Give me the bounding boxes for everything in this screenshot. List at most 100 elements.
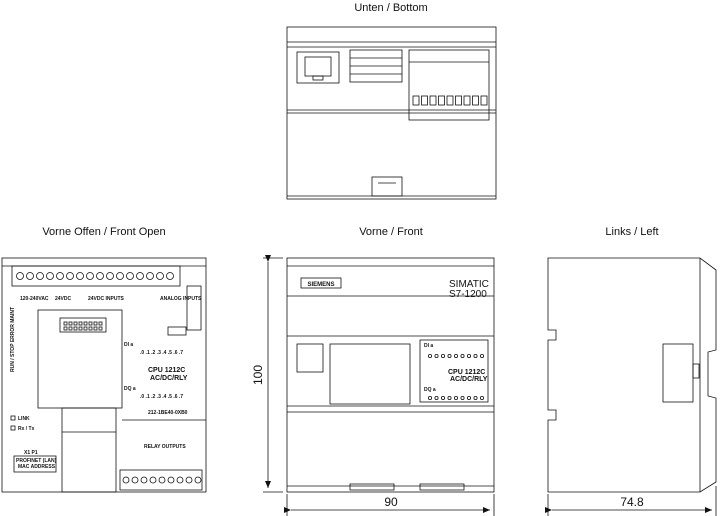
fo-dq-numbers: .0 .1 .2 .3 .4 .5 .6 .7: [140, 394, 183, 400]
fo-ethernet-port: [61, 407, 117, 493]
fo-link-label: LINK: [18, 416, 30, 422]
status-led: [453, 353, 458, 358]
terminal-screw: [146, 272, 154, 280]
connector-pin: [83, 326, 88, 331]
depth-dimension: 74.8: [620, 495, 644, 509]
status-led: [460, 353, 465, 358]
connector-pin: [98, 321, 103, 326]
fo-rxtx-label: Rx / Tx: [18, 426, 35, 432]
terminal-screw: [131, 476, 139, 484]
front-product-line2: S7-1200: [449, 289, 487, 300]
terminal-pin: [480, 95, 488, 106]
status-led: [427, 353, 432, 358]
bottom-terminal-block: [408, 49, 490, 121]
terminal-pin: [472, 95, 479, 106]
front-brand-plate: [300, 277, 342, 289]
fo-di-label: DI a: [124, 342, 133, 348]
fo-memory-slot: [186, 285, 202, 331]
terminal-screw: [86, 272, 94, 280]
terminal-screw: [185, 476, 193, 484]
status-led: [473, 395, 478, 400]
fo-supply-label: 120-240VAC: [20, 296, 49, 302]
left-outline: [547, 257, 717, 493]
terminal-pin: [438, 95, 445, 106]
status-led: [440, 353, 445, 358]
front-dq-label: DQ a: [424, 387, 436, 393]
front-view-title: Vorne / Front: [359, 226, 423, 238]
height-dimension: 100: [251, 365, 265, 385]
status-led: [427, 395, 432, 400]
status-led: [440, 395, 445, 400]
terminal-screw: [156, 272, 164, 280]
status-led: [466, 395, 471, 400]
fo-analog-label: ANALOG INPUTS: [160, 296, 202, 302]
fo-cpu-label: CPU 1212C: [148, 367, 185, 374]
connector-pin: [68, 326, 73, 331]
status-led: [434, 353, 439, 358]
front-brand: SIEMENS: [307, 282, 334, 288]
fo-sensor-label: 24VDC: [55, 296, 72, 302]
terminal-screw: [66, 272, 74, 280]
status-led: [479, 395, 484, 400]
front-cpu-type: AC/DC/RLY: [450, 376, 488, 383]
connector-pin: [98, 326, 103, 331]
front-cpu-label: CPU 1212C: [448, 369, 485, 376]
terminal-screw: [16, 272, 24, 280]
left-view: Links / Left 74.8: [545, 226, 717, 516]
terminal-screw: [140, 476, 148, 484]
fo-mac-label: MAC ADDRESS: [18, 464, 56, 470]
terminal-screw: [167, 476, 175, 484]
connector-pin: [88, 326, 93, 331]
front-di-label: DI a: [424, 343, 433, 349]
fo-relay-label: RELAY OUTPUTS: [144, 444, 186, 450]
fo-port-label: X1 P1: [24, 450, 38, 456]
front-open-view-title: Vorne Offen / Front Open: [42, 226, 165, 238]
terminal-screw: [106, 272, 114, 280]
bottom-din-clip: [371, 176, 403, 197]
terminal-screw: [122, 476, 130, 484]
front-open-view: Vorne Offen / Front Open 120-240VAC 24VD…: [1, 226, 207, 493]
terminal-screw: [76, 272, 84, 280]
connector-pin: [73, 321, 78, 326]
fo-profinet-label: PROFINET (LAN): [16, 458, 57, 464]
terminal-screw: [194, 476, 202, 484]
connector-pin: [68, 321, 73, 326]
terminal-screw: [116, 272, 124, 280]
terminal-screw: [136, 272, 144, 280]
bottom-view: Unten / Bottom: [286, 2, 497, 200]
terminal-pin: [421, 95, 428, 106]
terminal-screw: [26, 272, 34, 280]
status-led: [447, 395, 452, 400]
status-led: [453, 395, 458, 400]
status-led: [479, 353, 484, 358]
terminal-screw: [176, 476, 184, 484]
fo-dq-label: DQ a: [124, 386, 136, 392]
connector-pin: [88, 321, 93, 326]
width-dimension: 90: [384, 495, 398, 509]
terminal-screw: [158, 476, 166, 484]
fo-cpu-type: AC/DC/RLY: [150, 375, 188, 382]
terminal-screw: [96, 272, 104, 280]
terminal-screw: [36, 272, 44, 280]
connector-pin: [63, 321, 68, 326]
fo-order-number: 212-1BE40-0XB0: [148, 410, 188, 416]
terminal-pin: [412, 95, 420, 106]
bottom-ethernet-port: [296, 51, 340, 84]
bottom-view-title: Unten / Bottom: [354, 2, 427, 14]
terminal-screw: [126, 272, 134, 280]
connector-pin: [73, 326, 78, 331]
terminal-screw: [46, 272, 54, 280]
connector-pin: [93, 326, 98, 331]
left-view-title: Links / Left: [605, 226, 658, 238]
fo-mode-label: RUN / STOP ERROR MAINT: [10, 307, 16, 372]
terminal-pin: [429, 95, 437, 106]
connector-pin: [83, 321, 88, 326]
front-view: Vorne / Front SIEMENS SIMATIC S7-1200 DI…: [251, 226, 495, 516]
connector-pin: [78, 326, 83, 331]
fo-inputs-label: 24VDC INPUTS: [88, 296, 125, 302]
terminal-screw: [56, 272, 64, 280]
fo-board-connector: [59, 317, 107, 333]
status-led: [466, 353, 471, 358]
status-led: [473, 353, 478, 358]
